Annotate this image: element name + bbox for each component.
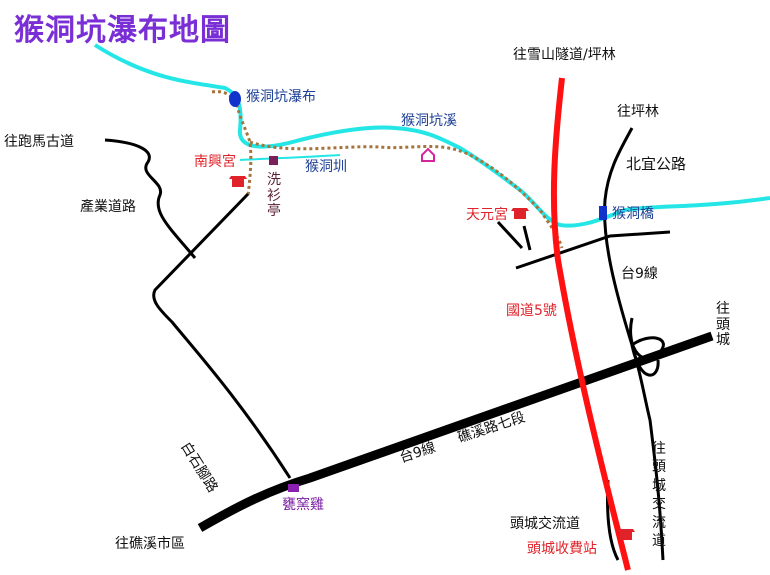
toucheng-interchange-label: 頭城交流道 [510,516,580,532]
tianyuan-spur [496,220,671,270]
canal-label: 猴洞圳 [305,159,347,175]
houdong-bridge-label: 猴洞橋 [612,206,654,222]
river-upper [93,43,770,228]
xishan-pavilion-label: 洗衫亭 [267,172,281,220]
to-pinglin-label: 往坪林 [617,104,659,120]
house-icon [421,147,435,162]
waterfall-label: 猴洞坑瀑布 [246,89,316,105]
paoma-trail-label: 往跑馬古道 [4,134,74,150]
tai9-upper-label: 台9線 [621,266,658,282]
industry-road [152,192,292,479]
waterfall-marker [229,91,241,107]
xishan-pavilion-marker [269,156,278,165]
nanxing-temple-label: 南興宮 [194,154,236,170]
tianyuan-temple-label: 天元宮 [466,207,508,223]
canal [239,154,341,161]
bridge-marker [599,206,607,220]
toucheng-toll-label: 頭城收費站 [527,541,597,557]
weng-yao-ji-label: 甕窯雞 [282,497,324,513]
trail-path [211,90,564,249]
freeway5-road [550,77,631,571]
industry-road-label: 產業道路 [80,199,136,215]
tai9-main-road [197,331,714,532]
to-xueshan-tunnel-label: 往雪山隧道/坪林 [513,47,616,63]
stream-label: 猴洞坑溪 [401,113,457,129]
to-toucheng-label: 往頭城 [716,301,730,349]
beiyi-highway-label: 北宜公路 [626,155,687,173]
weng-yao-ji-marker [288,484,299,492]
tianyuan-temple-icon [511,208,529,219]
freeway5-label: 國道5號 [506,303,557,319]
to-jiaoxi-city-label: 往礁溪市區 [115,536,185,552]
paoma-trail-road [104,138,197,259]
map-title: 猴洞坑瀑布地圖 [14,13,231,48]
to-toucheng-interchange-label: 往頭城交流道 [652,441,666,550]
toll-station-icon [617,529,635,540]
nanxing-temple-icon [229,176,247,187]
